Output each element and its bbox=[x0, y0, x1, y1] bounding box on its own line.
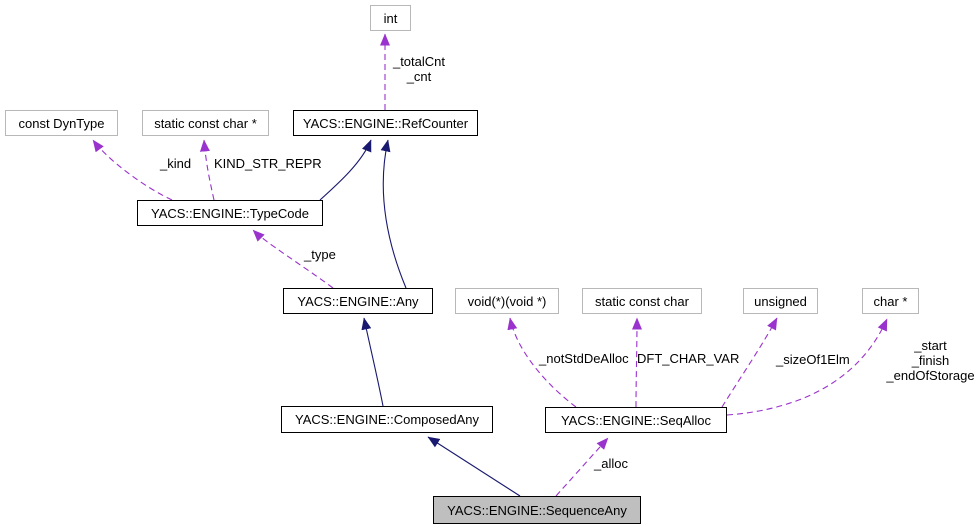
edge-composedany-to-any-inheritance bbox=[361, 317, 384, 407]
node-int: int bbox=[370, 5, 411, 31]
edge-label-type: _type bbox=[304, 247, 336, 262]
node-refcounter[interactable]: YACS::ENGINE::RefCounter bbox=[293, 110, 478, 136]
edge-label-kind-str-repr: KIND_STR_REPR bbox=[214, 156, 322, 171]
node-seqalloc[interactable]: YACS::ENGINE::SeqAlloc bbox=[545, 407, 727, 433]
node-sequenceany-current: YACS::ENGINE::SequenceAny bbox=[433, 496, 641, 524]
edge-seqalloc-to-void-fn-usage bbox=[507, 317, 577, 408]
edge-label-start-finish-endofstorage: _start _finish _endOfStorage bbox=[886, 338, 975, 383]
edge-label-kind: _kind bbox=[160, 156, 192, 171]
edge-any-to-refcounter-inheritance bbox=[380, 139, 407, 289]
edge-any-to-typecode-usage bbox=[252, 229, 334, 289]
edge-typecode-to-refcounter-inheritance bbox=[319, 139, 372, 201]
edge-label-alloc: _alloc bbox=[594, 456, 628, 471]
edge-label-not-std-dealloc: _notStdDeAlloc bbox=[539, 351, 629, 366]
edge-typecode-to-dyntype-usage bbox=[92, 139, 173, 201]
node-const-dyntype: const DynType bbox=[5, 110, 118, 136]
edge-sequenceany-to-seqalloc-usage bbox=[555, 437, 609, 497]
edge-seqalloc-to-static-char-usage bbox=[631, 317, 642, 408]
edge-typecode-to-static-char-ptr-usage bbox=[199, 139, 215, 201]
node-unsigned: unsigned bbox=[743, 288, 818, 314]
edge-label-size-of-1elm: _sizeOf1Elm bbox=[776, 352, 850, 367]
node-char-ptr: char * bbox=[862, 288, 919, 314]
edge-sequenceany-to-composedany-inheritance bbox=[427, 436, 521, 497]
node-static-const-char: static const char bbox=[582, 288, 702, 314]
node-any[interactable]: YACS::ENGINE::Any bbox=[283, 288, 433, 314]
node-composedany[interactable]: YACS::ENGINE::ComposedAny bbox=[281, 406, 493, 433]
node-void-fn-ptr: void(*)(void *) bbox=[455, 288, 559, 314]
edge-label-dft-char-var: DFT_CHAR_VAR bbox=[637, 351, 740, 366]
edge-seqalloc-to-unsigned-usage bbox=[721, 317, 778, 408]
edge-seqalloc-to-char-ptr-usage bbox=[726, 318, 888, 416]
node-typecode[interactable]: YACS::ENGINE::TypeCode bbox=[137, 200, 323, 226]
node-static-const-char-ptr: static const char * bbox=[142, 110, 269, 136]
edge-label-totalcnt-cnt: _totalCnt _cnt bbox=[392, 54, 446, 84]
